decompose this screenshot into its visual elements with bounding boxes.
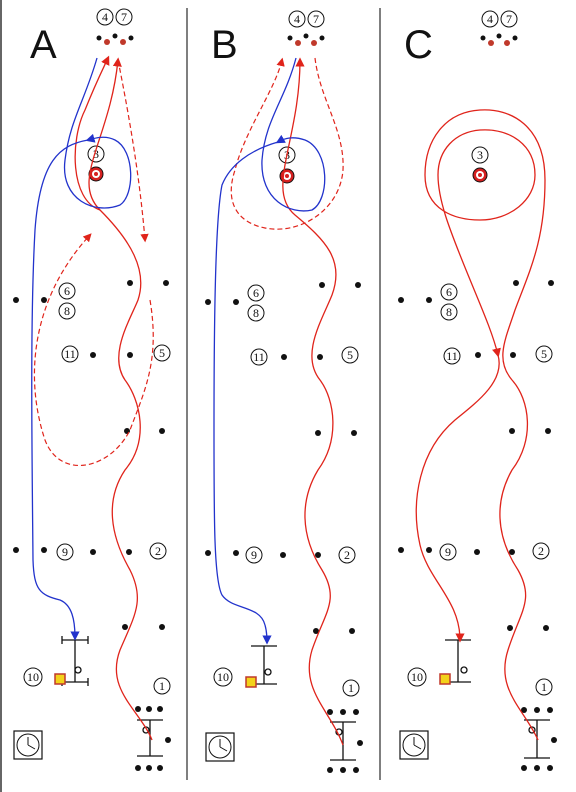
panel-letter-a: A xyxy=(30,23,57,67)
marker-1: 1 xyxy=(541,680,547,694)
chassis-icon xyxy=(61,636,89,686)
marker-7: 7 xyxy=(313,12,319,26)
marker-6: 6 xyxy=(64,284,70,298)
marker-2: 2 xyxy=(155,544,161,558)
marker-1: 1 xyxy=(159,679,165,693)
start-box-icon xyxy=(245,676,257,688)
marker-10: 10 xyxy=(27,670,39,684)
marker-4: 4 xyxy=(102,10,108,24)
marker-11: 11 xyxy=(64,347,76,361)
marker-8: 8 xyxy=(64,304,70,318)
chassis-icon xyxy=(137,719,163,757)
start-box-icon xyxy=(54,673,66,685)
marker-10: 10 xyxy=(217,670,229,684)
marker-9: 9 xyxy=(62,545,68,559)
red-dashed-loop-b xyxy=(230,57,344,230)
red-route-c-2 xyxy=(415,354,500,643)
red-dashed-route-a xyxy=(117,59,149,243)
marker-10: 10 xyxy=(411,670,423,684)
red-loop-a xyxy=(74,55,110,211)
red-route-b xyxy=(282,57,344,746)
marker-1: 1 xyxy=(348,681,354,695)
marker-5: 5 xyxy=(159,346,165,360)
marker-9: 9 xyxy=(445,545,451,559)
marker-5: 5 xyxy=(347,348,353,362)
clock-icon xyxy=(205,732,235,762)
blue-route-b-2 xyxy=(213,141,279,645)
marker-7: 7 xyxy=(506,12,512,26)
red-dashed-loop-a xyxy=(33,233,154,467)
panel-c: C 4 7 3 6 8 11 5 9 2 10 1 xyxy=(398,10,557,771)
marker-4: 4 xyxy=(294,12,300,26)
target-icon xyxy=(279,168,295,184)
marker-6: 6 xyxy=(253,286,259,300)
panel-letter-b: B xyxy=(211,23,238,67)
blue-route-a xyxy=(63,57,132,209)
panel-b: B 4 7 3 6 8 11 5 9 2 10 1 xyxy=(205,10,363,773)
panel-a: A 4 7 3 6 8 11 5 9 2 10 xyxy=(13,8,171,771)
marker-11: 11 xyxy=(446,349,458,363)
clock-icon xyxy=(399,730,429,760)
red-route-c xyxy=(424,109,546,741)
target-icon xyxy=(88,166,104,182)
marker-3: 3 xyxy=(477,148,483,162)
blue-route-b xyxy=(261,57,326,212)
marker-6: 6 xyxy=(446,285,452,299)
blue-route-a-2 xyxy=(31,139,89,641)
marker-8: 8 xyxy=(446,305,452,319)
marker-2: 2 xyxy=(344,548,350,562)
marker-2: 2 xyxy=(538,544,544,558)
marker-4: 4 xyxy=(487,12,493,26)
target-icon xyxy=(472,167,488,183)
chassis-icon xyxy=(524,719,550,759)
panel-letter-c: C xyxy=(404,23,433,67)
marker-5: 5 xyxy=(541,347,547,361)
marker-7: 7 xyxy=(121,10,127,24)
marker-3: 3 xyxy=(93,147,99,161)
marker-11: 11 xyxy=(253,350,265,364)
start-box-icon xyxy=(439,673,451,685)
chassis-icon xyxy=(330,721,356,761)
marker-8: 8 xyxy=(253,306,259,320)
clock-icon xyxy=(13,730,43,760)
marker-9: 9 xyxy=(251,548,257,562)
